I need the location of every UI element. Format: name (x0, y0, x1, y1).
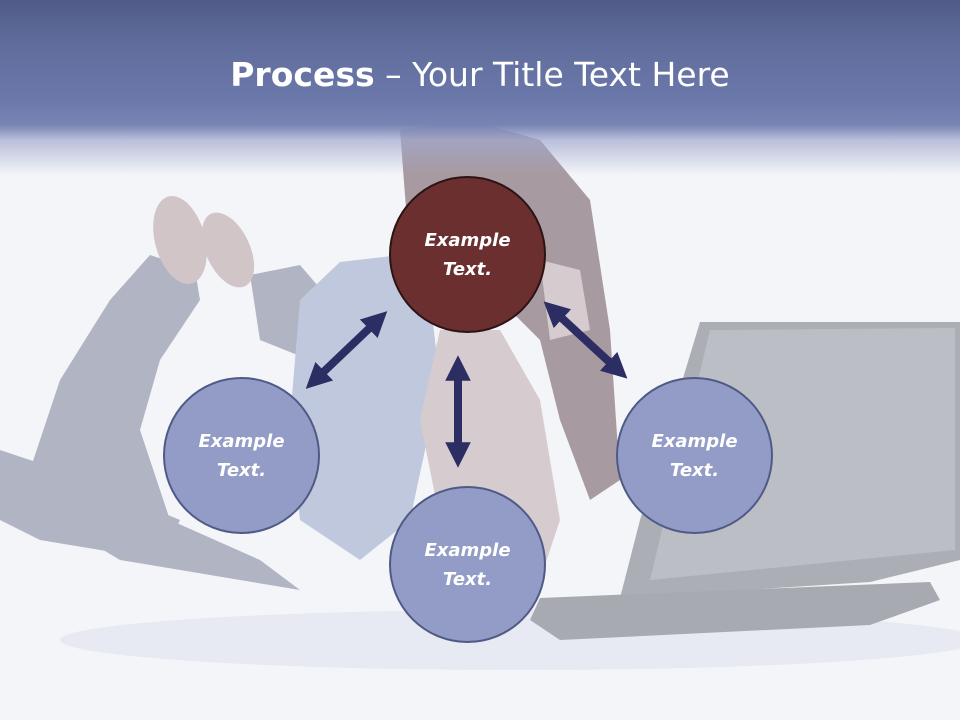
node-right-line2: Text. (669, 459, 720, 481)
process-node-right: Example Text. (616, 377, 773, 534)
node-left-line2: Text. (216, 459, 267, 481)
node-left-line1: Example (198, 430, 285, 452)
title-bold-part: Process (230, 55, 375, 94)
slide-title: Process – Your Title Text Here (0, 52, 960, 98)
node-right-line1: Example (651, 430, 738, 452)
title-bar: Process – Your Title Text Here (0, 0, 960, 175)
process-node-bottom: Example Text. (389, 486, 546, 643)
node-bottom-line1: Example (424, 539, 511, 561)
arrow-top-right (543, 301, 628, 379)
title-regular-part: – Your Title Text Here (374, 55, 730, 94)
node-top-line2: Text. (442, 258, 493, 280)
process-node-top: Example Text. (389, 176, 546, 333)
process-node-left: Example Text. (163, 377, 320, 534)
node-bottom-line2: Text. (442, 568, 493, 590)
node-top-line1: Example (424, 229, 511, 251)
arrow-top-left (305, 311, 388, 389)
